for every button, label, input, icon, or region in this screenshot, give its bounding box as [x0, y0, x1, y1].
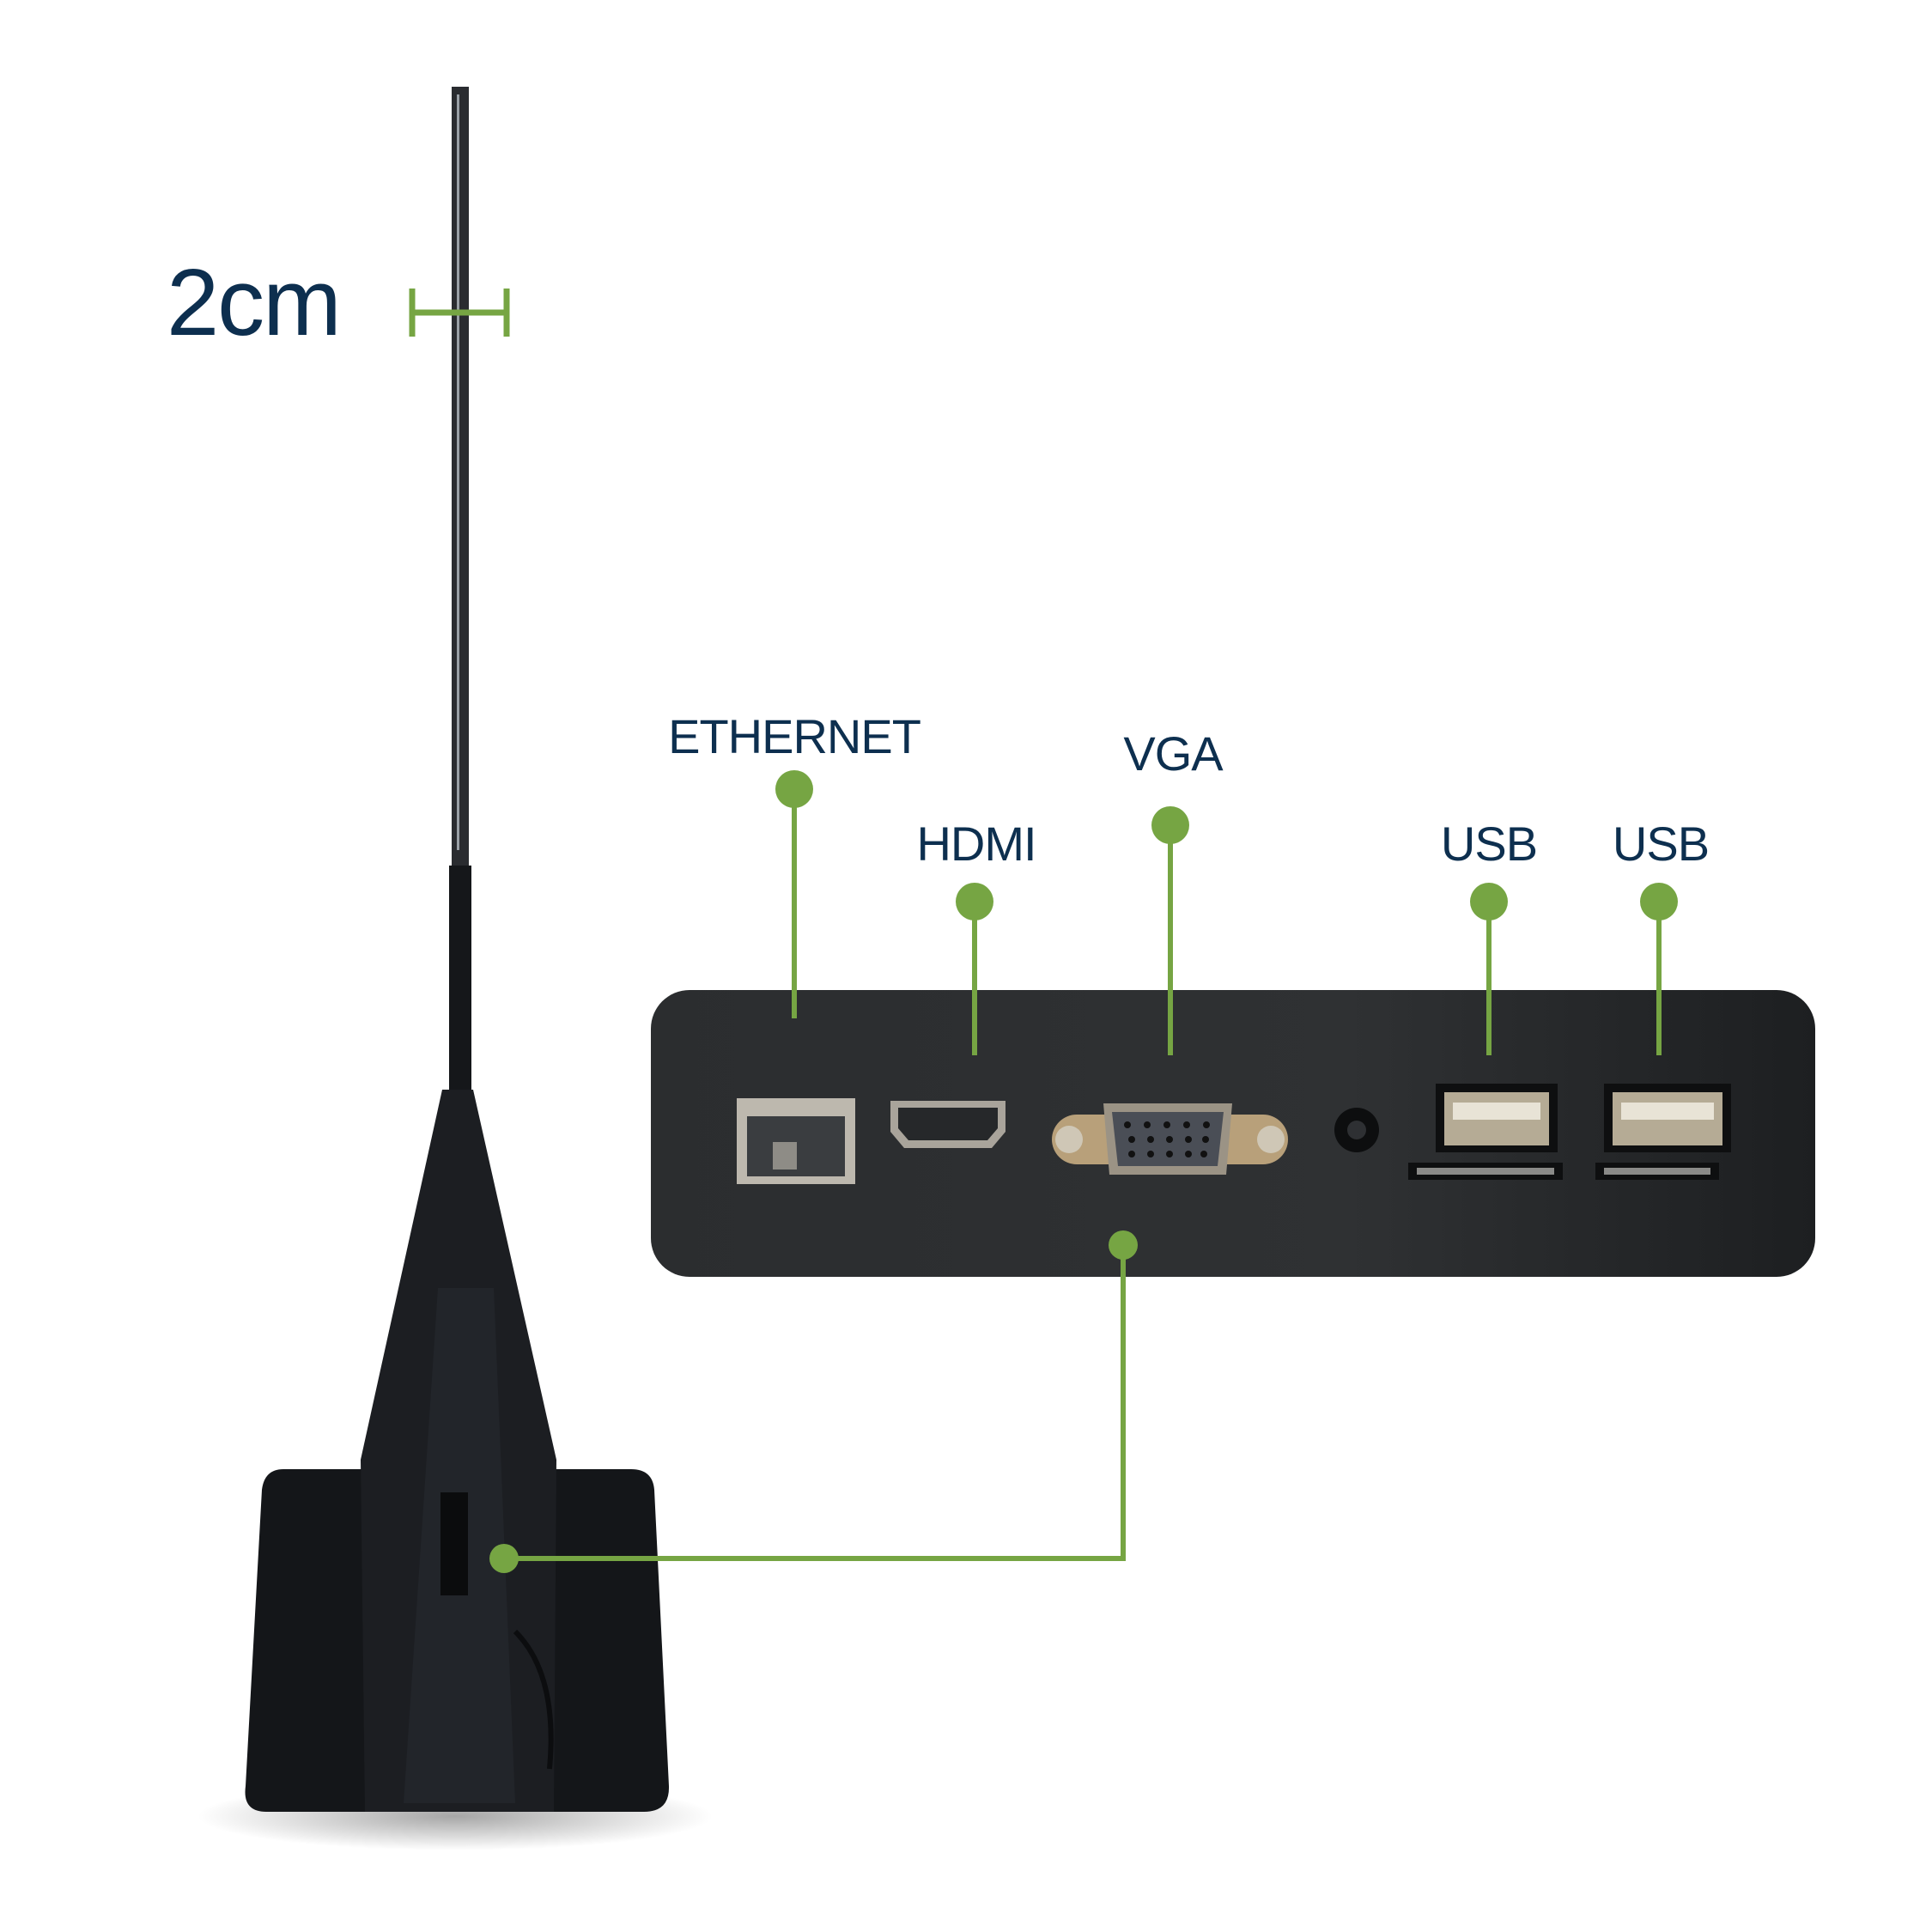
port-panel [651, 990, 1815, 1277]
side-port-strip [440, 1492, 468, 1595]
display-device [197, 87, 713, 1850]
hdmi-port [890, 1101, 1005, 1148]
vga-dot [1151, 806, 1189, 844]
stand-port-dot [489, 1544, 519, 1573]
callout-leaders [504, 789, 1662, 1561]
label-usb-1: USB [1440, 817, 1538, 871]
vga-port [1052, 1103, 1288, 1175]
usb-1-dot [1470, 883, 1508, 920]
ethernet-port [737, 1098, 855, 1184]
usb-port-2 [1595, 1084, 1731, 1180]
ethernet-dot [775, 770, 813, 808]
screen-edge-highlight [457, 94, 459, 850]
callout-dots [489, 770, 1678, 1573]
label-usb-2: USB [1612, 817, 1710, 871]
label-ethernet: ETHERNET [668, 709, 921, 763]
panel-dot [1109, 1230, 1138, 1260]
dimension-bracket [409, 289, 510, 337]
usb-port-1 [1408, 1084, 1563, 1180]
screen-edge [452, 87, 469, 868]
label-vga: VGA [1123, 726, 1223, 781]
power-cable [513, 1629, 554, 1770]
dimension-label: 2cm [167, 250, 342, 355]
label-hdmi: HDMI [916, 817, 1036, 871]
panel-location-leader [504, 1245, 1126, 1561]
hdmi-dot [956, 883, 993, 920]
usb-2-dot [1640, 883, 1678, 920]
audio-jack [1334, 1108, 1379, 1152]
